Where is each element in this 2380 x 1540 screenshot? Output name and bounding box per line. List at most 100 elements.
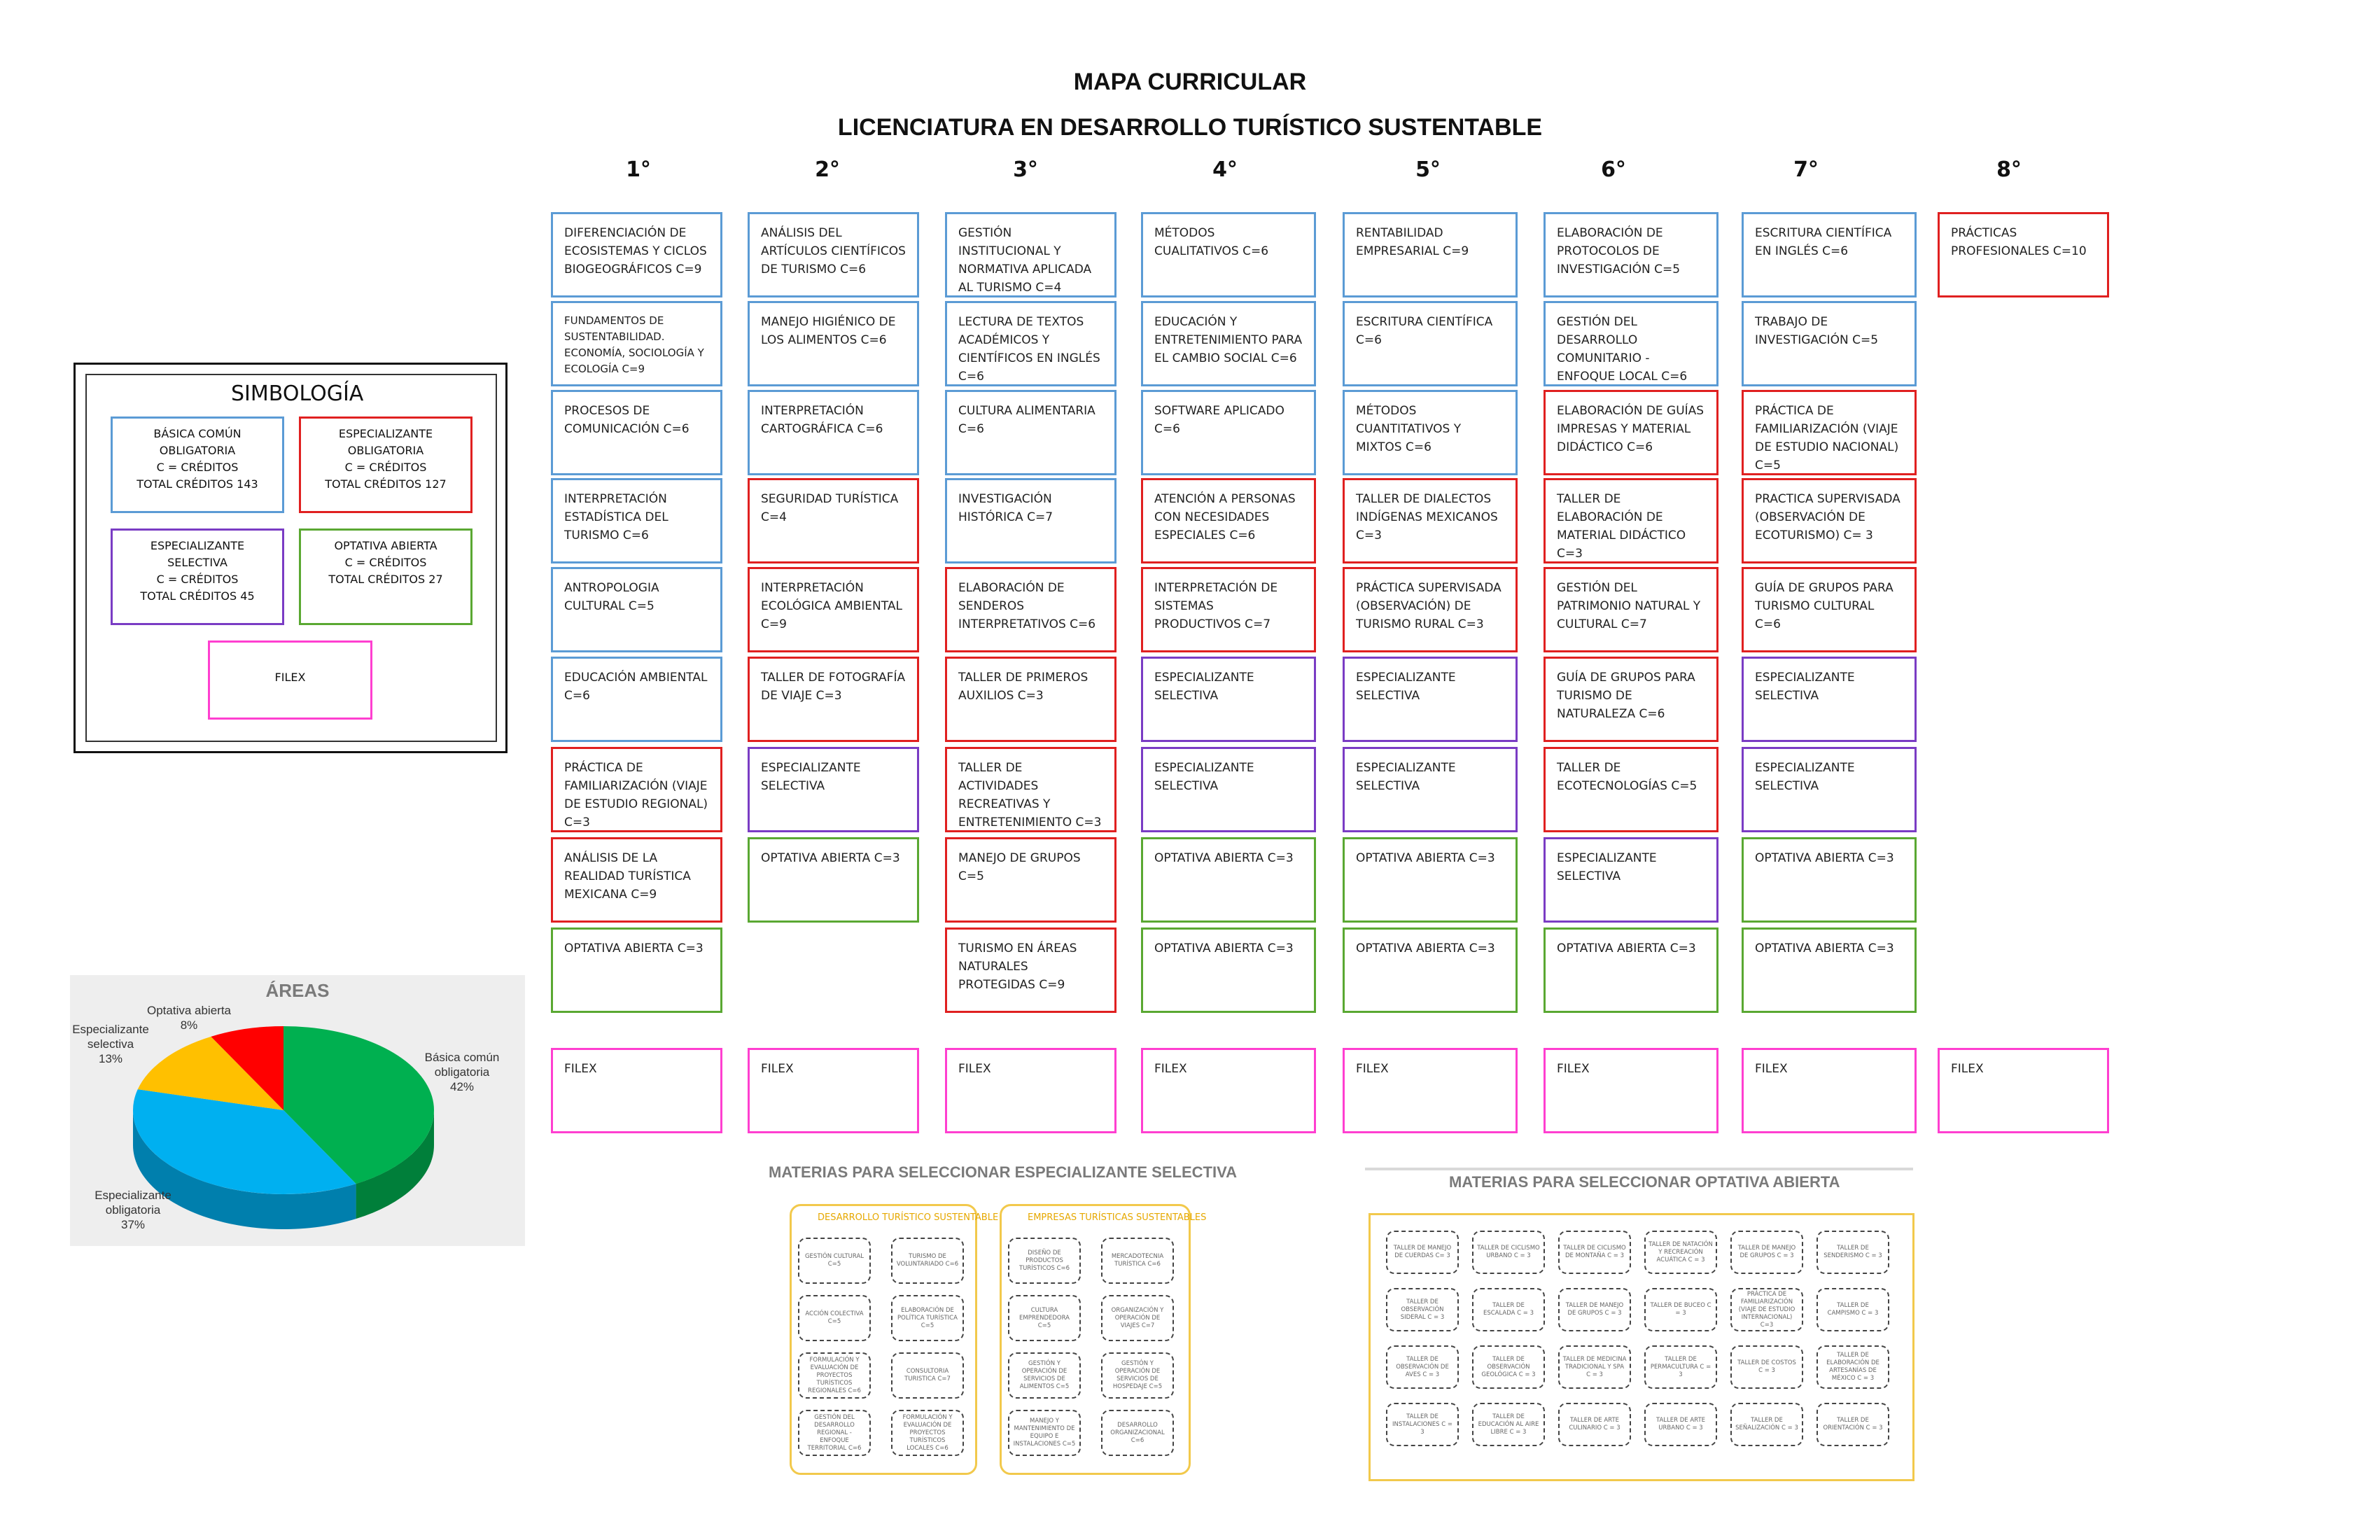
course-box[interactable]: ELABORACIÓN DE GUÍAS IMPRESAS Y MATERIAL… bbox=[1544, 390, 1718, 475]
elective-option[interactable]: TALLER DE MEDICINA TRADICIONAL Y SPA C =… bbox=[1558, 1345, 1631, 1389]
elective-option[interactable]: TALLER DE MANEJO DE CUERDAS C= 3 bbox=[1386, 1231, 1459, 1274]
course-box[interactable]: RENTABILIDAD EMPRESARIAL C=9 bbox=[1343, 212, 1518, 298]
course-box[interactable]: INTERPRETACIÓN CARTOGRÁFICA C=6 bbox=[748, 390, 919, 475]
course-box[interactable]: GESTIÓN INSTITUCIONAL Y NORMATIVA APLICA… bbox=[945, 212, 1116, 298]
elective-option[interactable]: ACCIÓN COLECTIVA C=5 bbox=[798, 1295, 871, 1341]
course-box[interactable]: LECTURA DE TEXTOS ACADÉMICOS Y CIENTÍFIC… bbox=[945, 301, 1116, 386]
elective-option[interactable]: MANEJO Y MANTENIMIENTO DE EQUIPO E INSTA… bbox=[1008, 1410, 1081, 1456]
course-box[interactable]: MÉTODOS CUANTITATIVOS Y MIXTOS C=6 bbox=[1343, 390, 1518, 475]
elective-option[interactable]: TURISMO DE VOLUNTARIADO C=6 bbox=[891, 1238, 964, 1284]
course-box[interactable]: ESPECIALIZANTE SELECTIVA bbox=[1141, 747, 1316, 832]
course-box[interactable]: GUÍA DE GRUPOS PARA TURISMO CULTURAL C=6 bbox=[1742, 567, 1917, 652]
course-box[interactable]: ESPECIALIZANTE SELECTIVA bbox=[1742, 657, 1917, 742]
course-box[interactable]: MÉTODOS CUALITATIVOS C=6 bbox=[1141, 212, 1316, 298]
elective-option[interactable]: TALLER DE ORIENTACIÓN C = 3 bbox=[1816, 1403, 1889, 1446]
elective-option[interactable]: CULTURA EMPRENDEDORA C=5 bbox=[1008, 1295, 1081, 1341]
course-box[interactable]: ESPECIALIZANTE SELECTIVA bbox=[1742, 747, 1917, 832]
course-box[interactable]: EDUCACIÓN Y ENTRETENIMIENTO PARA EL CAMB… bbox=[1141, 301, 1316, 386]
course-box[interactable]: ESPECIALIZANTE SELECTIVA bbox=[1343, 657, 1518, 742]
filex-box[interactable]: FILEX bbox=[748, 1048, 919, 1133]
course-box[interactable]: INTERPRETACIÓN DE SISTEMAS PRODUCTIVOS C… bbox=[1141, 567, 1316, 652]
elective-option[interactable]: TALLER DE OBSERVACIÓN SIDERAL C = 3 bbox=[1386, 1288, 1459, 1331]
course-box[interactable]: GUÍA DE GRUPOS PARA TURISMO DE NATURALEZ… bbox=[1544, 657, 1718, 742]
course-box[interactable]: EDUCACIÓN AMBIENTAL C=6 bbox=[551, 657, 722, 742]
elective-option[interactable]: DISEÑO DE PRODUCTOS TURÍSTICOS C=6 bbox=[1008, 1238, 1081, 1284]
elective-option[interactable]: PRÁCTICA DE FAMILIARIZACIÓN (VIAJE DE ES… bbox=[1730, 1288, 1803, 1331]
elective-option[interactable]: TALLER DE CICLISMO DE MONTAÑA C = 3 bbox=[1558, 1231, 1631, 1274]
filex-box[interactable]: FILEX bbox=[1141, 1048, 1316, 1133]
elective-option[interactable]: TALLER DE ELABORACIÓN DE ARTESANÍAS DE M… bbox=[1816, 1345, 1889, 1389]
elective-option[interactable]: TALLER DE MANEJO DE GRUPOS C = 3 bbox=[1558, 1288, 1631, 1331]
course-box[interactable]: PRÁCTICA DE FAMILIARIZACIÓN (VIAJE DE ES… bbox=[1742, 390, 1917, 475]
elective-option[interactable]: TALLER DE PERMACULTURA C = 3 bbox=[1644, 1345, 1717, 1389]
course-box[interactable]: ESPECIALIZANTE SELECTIVA bbox=[1343, 747, 1518, 832]
filex-box[interactable]: FILEX bbox=[551, 1048, 722, 1133]
course-box[interactable]: INVESTIGACIÓN HISTÓRICA C=7 bbox=[945, 478, 1116, 564]
elective-option[interactable]: TALLER DE ARTE URBANO C = 3 bbox=[1644, 1403, 1717, 1446]
course-box[interactable]: ESPECIALIZANTE SELECTIVA bbox=[1544, 837, 1718, 923]
course-box[interactable]: OPTATIVA ABIERTA C=3 bbox=[1544, 927, 1718, 1013]
course-box[interactable]: INTERPRETACIÓN ESTADÍSTICA DEL TURISMO C… bbox=[551, 478, 722, 564]
course-box[interactable]: ESPECIALIZANTE SELECTIVA bbox=[1141, 657, 1316, 742]
course-box[interactable]: SOFTWARE APLICADO C=6 bbox=[1141, 390, 1316, 475]
course-box[interactable]: ESCRITURA CIENTÍFICA C=6 bbox=[1343, 301, 1518, 386]
filex-box[interactable]: FILEX bbox=[1742, 1048, 1917, 1133]
course-box[interactable]: ESCRITURA CIENTÍFICA EN INGLÉS C=6 bbox=[1742, 212, 1917, 298]
course-box[interactable]: TALLER DE DIALECTOS INDÍGENAS MEXICANOS … bbox=[1343, 478, 1518, 564]
filex-box[interactable]: FILEX bbox=[1938, 1048, 2109, 1133]
elective-option[interactable]: ELABORACIÓN DE POLÍTICA TURÍSTICA C=5 bbox=[891, 1295, 964, 1341]
course-box[interactable]: TALLER DE ELABORACIÓN DE MATERIAL DIDÁCT… bbox=[1544, 478, 1718, 564]
course-box[interactable]: PRACTICA SUPERVISADA (OBSERVACIÓN DE ECO… bbox=[1742, 478, 1917, 564]
course-box[interactable]: FUNDAMENTOS DE SUSTENTABILIDAD. ECONOMÍA… bbox=[551, 301, 722, 386]
elective-option[interactable]: TALLER DE EDUCACIÓN AL AIRE LIBRE C = 3 bbox=[1472, 1403, 1545, 1446]
filex-box[interactable]: FILEX bbox=[1343, 1048, 1518, 1133]
elective-option[interactable]: TALLER DE MANEJO DE GRUPOS C = 3 bbox=[1730, 1231, 1803, 1274]
elective-option[interactable]: FORMULACIÓN Y EVALUACIÓN DE PROYECTOS TU… bbox=[798, 1352, 871, 1399]
elective-option[interactable]: GESTIÓN Y OPERACIÓN DE SERVICIOS DE ALIM… bbox=[1008, 1352, 1081, 1399]
course-box[interactable]: TRABAJO DE INVESTIGACIÓN C=5 bbox=[1742, 301, 1917, 386]
elective-option[interactable]: TALLER DE SENDERISMO C = 3 bbox=[1816, 1231, 1889, 1274]
course-box[interactable]: ATENCIÓN A PERSONAS CON NECESIDADES ESPE… bbox=[1141, 478, 1316, 564]
course-box[interactable]: INTERPRETACIÓN ECOLÓGICA AMBIENTAL C=9 bbox=[748, 567, 919, 652]
course-box[interactable]: GESTIÓN DEL DESARROLLO COMUNITARIO - ENF… bbox=[1544, 301, 1718, 386]
course-box[interactable]: TALLER DE FOTOGRAFÍA DE VIAJE C=3 bbox=[748, 657, 919, 742]
elective-option[interactable]: MERCADOTECNIA TURÍSTICA C=6 bbox=[1101, 1238, 1174, 1284]
course-box[interactable]: ELABORACIÓN DE PROTOCOLOS DE INVESTIGACI… bbox=[1544, 212, 1718, 298]
course-box[interactable]: OPTATIVA ABIERTA C=3 bbox=[1742, 837, 1917, 923]
course-box[interactable]: ELABORACIÓN DE SENDEROS INTERPRETATIVOS … bbox=[945, 567, 1116, 652]
elective-option[interactable]: GESTIÓN Y OPERACIÓN DE SERVICIOS DE HOSP… bbox=[1101, 1352, 1174, 1399]
course-box[interactable]: GESTIÓN DEL PATRIMONIO NATURAL Y CULTURA… bbox=[1544, 567, 1718, 652]
course-box[interactable]: SEGURIDAD TURÍSTICA C=4 bbox=[748, 478, 919, 564]
course-box[interactable]: OPTATIVA ABIERTA C=3 bbox=[551, 927, 722, 1013]
elective-option[interactable]: ORGANIZACIÓN Y OPERACIÓN DE VIAJES C=7 bbox=[1101, 1295, 1174, 1341]
filex-box[interactable]: FILEX bbox=[945, 1048, 1116, 1133]
elective-option[interactable]: TALLER DE OBSERVACIÓN DE AVES C = 3 bbox=[1386, 1345, 1459, 1389]
course-box[interactable]: OPTATIVA ABIERTA C=3 bbox=[1742, 927, 1917, 1013]
elective-option[interactable]: TALLER DE BUCEO C = 3 bbox=[1644, 1288, 1717, 1331]
elective-option[interactable]: TALLER DE NATACIÓN Y RECREACIÓN ACUÁTICA… bbox=[1644, 1231, 1717, 1274]
course-box[interactable]: PRÁCTICAS PROFESIONALES C=10 bbox=[1938, 212, 2109, 298]
course-box[interactable]: MANEJO DE GRUPOS C=5 bbox=[945, 837, 1116, 923]
elective-option[interactable]: DESARROLLO ORGANIZACIONAL C=6 bbox=[1101, 1410, 1174, 1456]
course-box[interactable]: TALLER DE PRIMEROS AUXILIOS C=3 bbox=[945, 657, 1116, 742]
elective-option[interactable]: GESTIÓN DEL DESARROLLO REGIONAL - ENFOQU… bbox=[798, 1410, 871, 1456]
course-box[interactable]: TURISMO EN ÁREAS NATURALES PROTEGIDAS C=… bbox=[945, 927, 1116, 1013]
course-box[interactable]: OPTATIVA ABIERTA C=3 bbox=[748, 837, 919, 923]
course-box[interactable]: OPTATIVA ABIERTA C=3 bbox=[1141, 927, 1316, 1013]
elective-option[interactable]: TALLER DE CICLISMO URBANO C = 3 bbox=[1472, 1231, 1545, 1274]
course-box[interactable]: PROCESOS DE COMUNICACIÓN C=6 bbox=[551, 390, 722, 475]
course-box[interactable]: ESPECIALIZANTE SELECTIVA bbox=[748, 747, 919, 832]
course-box[interactable]: PRÁCTICA DE FAMILIARIZACIÓN (VIAJE DE ES… bbox=[551, 747, 722, 832]
elective-option[interactable]: TALLER DE CAMPISMO C = 3 bbox=[1816, 1288, 1889, 1331]
filex-box[interactable]: FILEX bbox=[1544, 1048, 1718, 1133]
course-box[interactable]: MANEJO HIGIÉNICO DE LOS ALIMENTOS C=6 bbox=[748, 301, 919, 386]
course-box[interactable]: TALLER DE ECOTECNOLOGÍAS C=5 bbox=[1544, 747, 1718, 832]
elective-option[interactable]: CONSULTORIA TURISTICA C=7 bbox=[891, 1352, 964, 1399]
elective-option[interactable]: TALLER DE COSTOS C = 3 bbox=[1730, 1345, 1803, 1389]
course-box[interactable]: ANÁLISIS DE LA REALIDAD TURÍSTICA MEXICA… bbox=[551, 837, 722, 923]
course-box[interactable]: TALLER DE ACTIVIDADES RECREATIVAS Y ENTR… bbox=[945, 747, 1116, 832]
elective-option[interactable]: TALLER DE INSTALACIONES C = 3 bbox=[1386, 1403, 1459, 1446]
course-box[interactable]: ANÁLISIS DEL ARTÍCULOS CIENTÍFICOS DE TU… bbox=[748, 212, 919, 298]
course-box[interactable]: DIFERENCIACIÓN DE ECOSISTEMAS Y CICLOS B… bbox=[551, 212, 722, 298]
elective-option[interactable]: FORMULACIÓN Y EVALUACIÓN DE PROYECTOS TU… bbox=[891, 1410, 964, 1456]
